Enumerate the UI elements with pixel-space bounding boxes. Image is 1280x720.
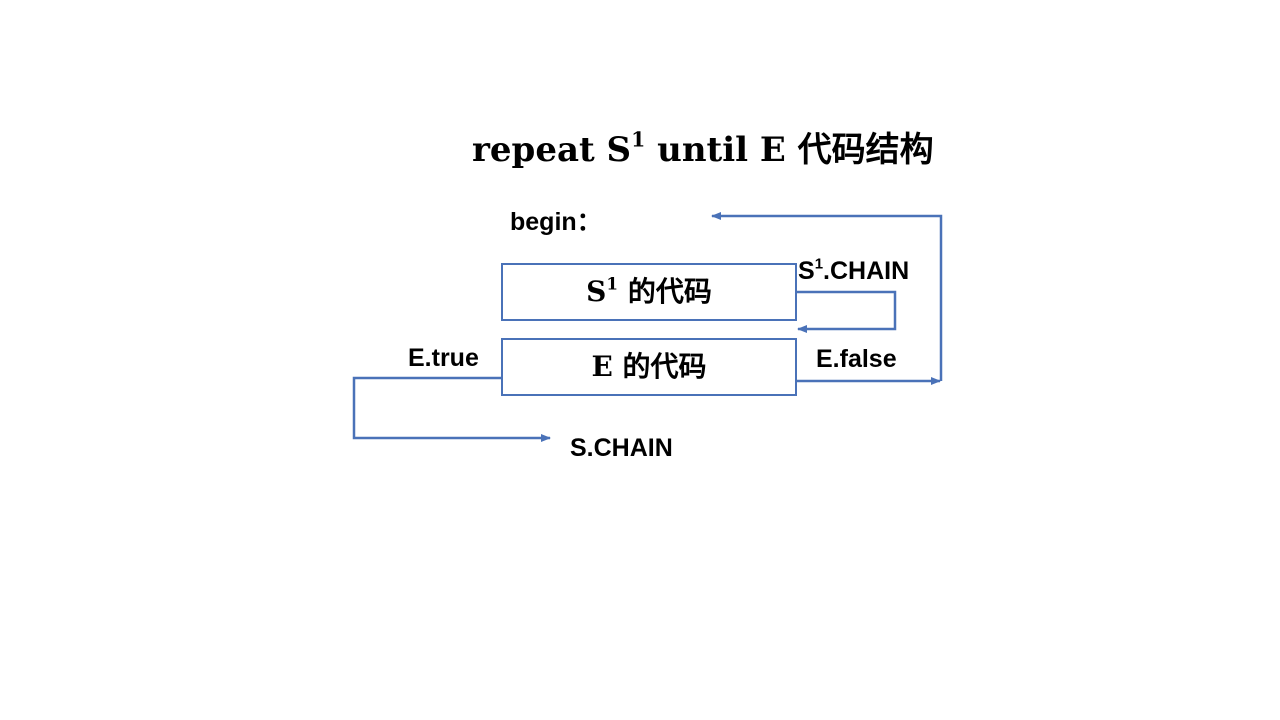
s1-code-superscript: 1 <box>606 273 619 294</box>
begin-label: begin： <box>510 208 602 236</box>
title-superscript: 1 <box>631 127 646 152</box>
e-code-text: E 的代码 <box>591 350 707 383</box>
e-code-box: E 的代码 <box>501 338 797 396</box>
s1-code-text: S1 的代码 <box>586 274 712 310</box>
s1-code-suffix: 的代码 <box>618 275 712 308</box>
title-prefix: repeat S <box>472 130 632 170</box>
s1-chain-arrow <box>796 290 897 333</box>
s-chain-label: S.CHAIN <box>570 434 673 462</box>
s1-chain-label: S1.CHAIN <box>798 256 909 286</box>
s1-chain-prefix: S <box>798 257 815 285</box>
loop-back-arrow <box>711 212 943 381</box>
s1-code-box: S1 的代码 <box>501 263 797 321</box>
e-true-arrow <box>352 376 551 442</box>
e-false-label: E.false <box>816 345 897 373</box>
s1-chain-superscript: 1 <box>814 255 824 273</box>
s1-chain-suffix: .CHAIN <box>823 257 910 285</box>
title-suffix: until E 代码结构 <box>645 130 934 170</box>
e-true-label: E.true <box>408 344 479 372</box>
diagram-title: repeat S1 until E 代码结构 <box>472 128 934 172</box>
s1-code-prefix: S <box>586 275 607 308</box>
